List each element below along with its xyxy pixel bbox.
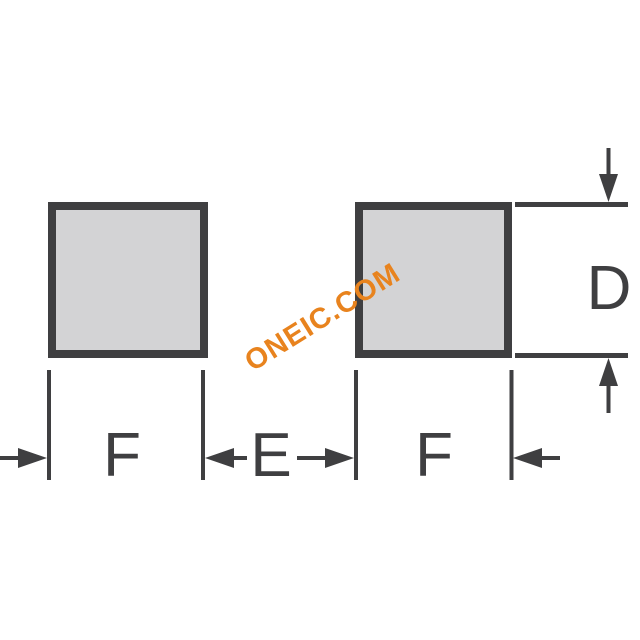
dim-label-e: E <box>250 421 292 490</box>
arrow-right-icon <box>18 448 47 468</box>
arrow-left-icon <box>513 448 542 468</box>
arrow-down-icon <box>599 174 618 202</box>
arrow-up-icon <box>599 358 618 386</box>
pad-right <box>355 202 512 358</box>
dim-label-f-right: F <box>415 421 453 490</box>
dim-label-f-left: F <box>103 421 141 490</box>
pad-left <box>48 202 208 358</box>
arrow-right-icon <box>325 448 354 468</box>
arrow-left-icon <box>205 448 234 468</box>
dim-label-d: D <box>586 254 632 323</box>
